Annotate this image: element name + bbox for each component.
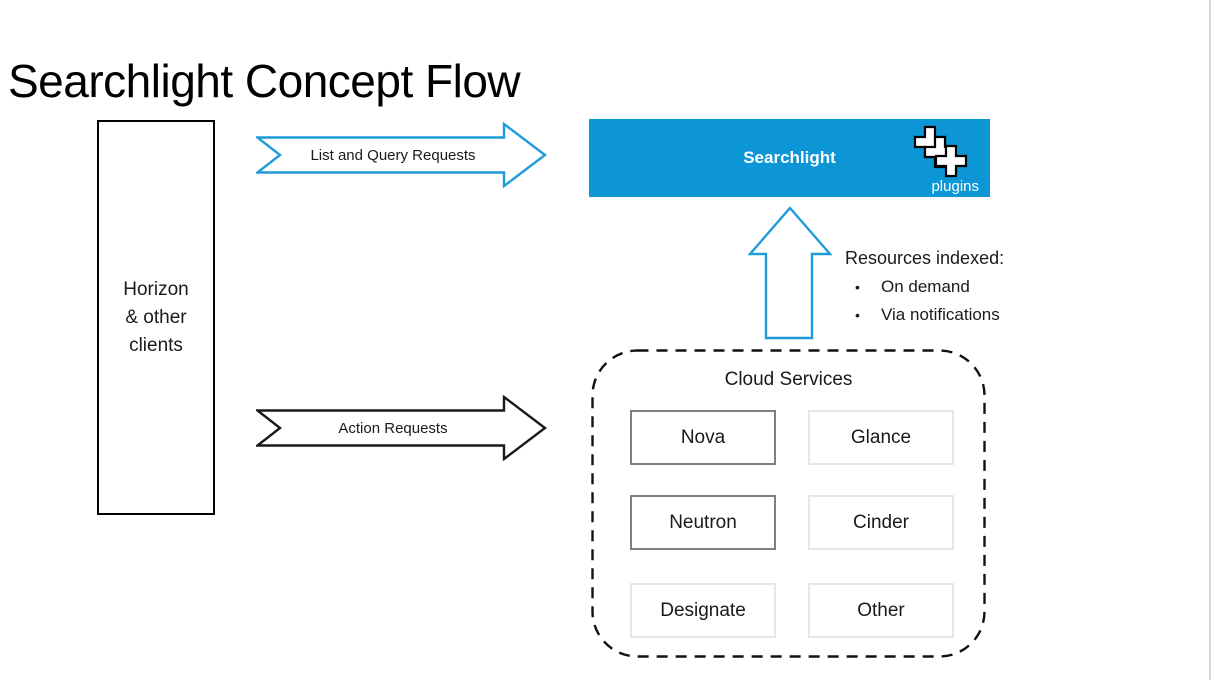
service-box-other: Other bbox=[808, 583, 954, 638]
clients-line-2: & other bbox=[125, 306, 187, 328]
bullet-glyph: • bbox=[855, 279, 860, 295]
cloud-services-panel: Cloud Services Nova Glance Neutron Cinde… bbox=[591, 349, 986, 658]
service-box-glance: Glance bbox=[808, 410, 954, 465]
plugins-label: plugins bbox=[931, 178, 979, 195]
service-label: Glance bbox=[850, 426, 912, 448]
searchlight-box: Searchlight plugins bbox=[589, 119, 990, 197]
resources-heading: Resources indexed: bbox=[845, 248, 1005, 268]
clients-line-3: clients bbox=[129, 334, 183, 356]
clients-box: Horizon & other clients bbox=[97, 120, 215, 515]
action-requests-arrow-label: Action Requests bbox=[338, 419, 448, 437]
service-label: Neutron bbox=[669, 511, 737, 533]
service-box-neutron: Neutron bbox=[630, 495, 776, 550]
service-box-designate: Designate bbox=[630, 583, 776, 638]
right-arrow-shape-black bbox=[256, 395, 547, 461]
service-box-nova: Nova bbox=[630, 410, 776, 465]
bullet-glyph: • bbox=[855, 307, 860, 323]
list-query-arrow-label: List and Query Requests bbox=[310, 146, 476, 164]
resources-annotation: Resources indexed: • On demand • Via not… bbox=[845, 243, 1105, 329]
bullet-item-on-demand: • On demand bbox=[845, 273, 1105, 301]
bullet-text: On demand bbox=[881, 277, 970, 296]
clients-box-label: Horizon & other clients bbox=[123, 276, 188, 360]
right-arrow-shape-blue bbox=[256, 122, 547, 188]
plugins-icon bbox=[913, 125, 968, 178]
action-requests-arrow: Action Requests bbox=[256, 395, 548, 461]
dashed-border bbox=[591, 349, 986, 658]
cloud-services-title: Cloud Services bbox=[724, 369, 853, 390]
service-box-cinder: Cinder bbox=[808, 495, 954, 550]
up-arrow bbox=[748, 206, 832, 340]
service-label: Other bbox=[857, 599, 905, 621]
list-query-arrow: List and Query Requests bbox=[256, 122, 548, 188]
service-label: Designate bbox=[660, 599, 746, 621]
clients-line-1: Horizon bbox=[123, 278, 189, 300]
bullet-item-via-notifications: • Via notifications bbox=[845, 301, 1105, 329]
bullet-text: Via notifications bbox=[881, 305, 1000, 324]
page-title: Searchlight Concept Flow bbox=[8, 55, 521, 107]
service-label: Cinder bbox=[853, 511, 909, 533]
searchlight-label: Searchlight bbox=[743, 148, 836, 167]
service-label: Nova bbox=[680, 426, 726, 448]
